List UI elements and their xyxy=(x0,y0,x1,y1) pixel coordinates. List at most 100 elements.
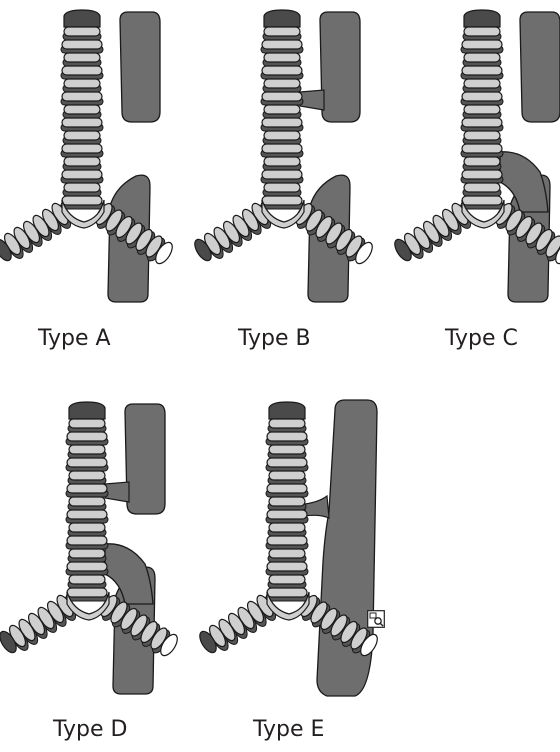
trachea-ring xyxy=(462,196,502,205)
trachea-ring xyxy=(462,92,502,101)
trachea-ring xyxy=(464,79,500,88)
trachea-ring xyxy=(64,27,100,36)
trachea-ring xyxy=(64,131,100,140)
trachea-ring xyxy=(464,53,500,62)
trachea-ring xyxy=(264,105,300,114)
trachea-ring xyxy=(269,445,305,454)
trachea-ring xyxy=(262,92,302,101)
trachea-ring xyxy=(69,523,105,532)
trachea-ring xyxy=(264,27,300,36)
trachea-ring xyxy=(262,40,302,49)
fistula-distal xyxy=(105,544,153,604)
trachea-ring xyxy=(69,471,105,480)
trachea xyxy=(266,402,309,620)
trachea-ring xyxy=(264,79,300,88)
type-b-illustration xyxy=(200,0,390,300)
trachea-ring xyxy=(262,118,302,127)
trachea-ring xyxy=(67,562,107,571)
trachea-ring xyxy=(269,497,305,506)
trachea-ring xyxy=(62,118,102,127)
trachea-ring xyxy=(267,510,307,519)
trachea-ring xyxy=(62,92,102,101)
trachea-ring xyxy=(264,183,300,192)
trachea-ring xyxy=(267,432,307,441)
trachea-ring xyxy=(64,79,100,88)
trachea-ring xyxy=(267,458,307,467)
trachea-ring xyxy=(67,484,107,493)
trachea-ring xyxy=(269,419,305,428)
trachea xyxy=(461,10,504,228)
trachea-top-ring xyxy=(64,10,100,27)
diagram-type-a: Type A xyxy=(0,0,190,360)
trachea-ring xyxy=(64,53,100,62)
esophagus-upper-pouch xyxy=(120,12,160,122)
trachea-ring xyxy=(64,105,100,114)
esophagus-upper-pouch xyxy=(520,12,560,122)
trachea-top-ring xyxy=(69,402,105,419)
trachea-ring xyxy=(262,144,302,153)
fistula-proximal xyxy=(300,90,324,110)
trachea-ring xyxy=(464,157,500,166)
type-c-illustration xyxy=(400,0,560,300)
trachea-ring xyxy=(262,196,302,205)
type-e-label: Type E xyxy=(253,717,324,742)
trachea-ring xyxy=(67,588,107,597)
trachea-ring xyxy=(262,170,302,179)
fistula-h-type xyxy=(305,496,329,518)
trachea-ring xyxy=(462,66,502,75)
diagram-type-d: Type D xyxy=(5,392,195,752)
type-a-label: Type A xyxy=(38,326,111,351)
zoom-icon[interactable] xyxy=(367,610,385,628)
trachea-ring xyxy=(264,53,300,62)
trachea xyxy=(66,402,109,620)
trachea-ring xyxy=(264,131,300,140)
trachea-ring xyxy=(267,536,307,545)
trachea-ring xyxy=(69,497,105,506)
trachea-ring xyxy=(69,575,105,584)
trachea-ring xyxy=(267,588,307,597)
fistula-proximal xyxy=(105,482,129,502)
trachea-ring xyxy=(269,549,305,558)
trachea-ring xyxy=(269,471,305,480)
trachea-ring xyxy=(67,432,107,441)
trachea-ring xyxy=(269,575,305,584)
esophagus-upper-pouch xyxy=(125,404,165,514)
trachea-ring xyxy=(462,118,502,127)
trachea-ring xyxy=(264,157,300,166)
type-d-illustration xyxy=(5,392,195,692)
trachea xyxy=(261,10,304,228)
trachea-ring xyxy=(67,458,107,467)
trachea xyxy=(61,10,104,228)
trachea-ring xyxy=(62,170,102,179)
trachea-ring xyxy=(62,144,102,153)
type-d-label: Type D xyxy=(53,717,127,742)
trachea-ring xyxy=(67,510,107,519)
type-b-label: Type B xyxy=(238,326,311,351)
type-e-illustration xyxy=(205,392,395,692)
trachea-top-ring xyxy=(464,10,500,27)
trachea-ring xyxy=(62,196,102,205)
trachea-ring xyxy=(69,419,105,428)
trachea-ring xyxy=(267,562,307,571)
diagram-type-c: Type C xyxy=(400,0,560,360)
type-c-label: Type C xyxy=(445,326,518,351)
trachea-ring xyxy=(464,105,500,114)
trachea-ring xyxy=(262,66,302,75)
trachea-ring xyxy=(464,27,500,36)
trachea-ring xyxy=(462,144,502,153)
fistula-distal xyxy=(500,152,548,212)
trachea-ring xyxy=(267,484,307,493)
diagram-type-e: Type E xyxy=(205,392,395,752)
trachea-ring xyxy=(67,536,107,545)
esophagus-upper-pouch xyxy=(320,12,360,122)
trachea-ring xyxy=(69,549,105,558)
trachea-ring xyxy=(69,445,105,454)
trachea-ring xyxy=(269,523,305,532)
trachea-top-ring xyxy=(264,10,300,27)
trachea-top-ring xyxy=(269,402,305,419)
trachea-ring xyxy=(62,40,102,49)
trachea-ring xyxy=(62,66,102,75)
trachea-ring xyxy=(64,183,100,192)
trachea-ring xyxy=(64,157,100,166)
